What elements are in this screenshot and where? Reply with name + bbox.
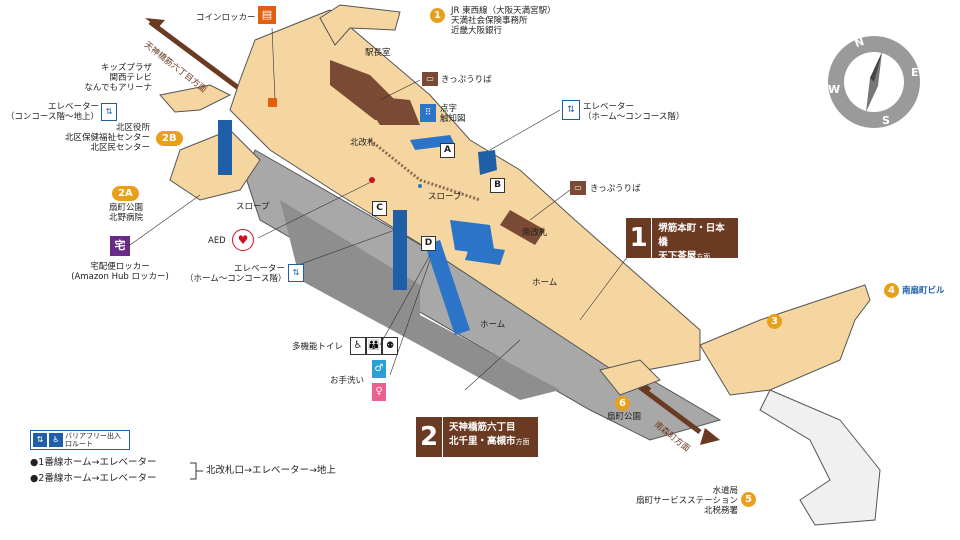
family-toilet-icon: 👪 <box>366 337 382 355</box>
female-toilet-icon: ♀ <box>372 383 386 401</box>
elevator-ground-label: エレベーター（コンコース階～地上） <box>5 102 99 122</box>
platform-2-sign: 2 天神橋筋六丁目北千里・高槻市方面 <box>416 417 538 457</box>
elevator-box-a <box>478 150 497 175</box>
concourse-side <box>169 129 261 201</box>
legend-bracket <box>190 462 203 480</box>
corridor-exit-3-4 <box>699 284 871 396</box>
exit-6-label: 扇町公園 <box>607 412 642 422</box>
ticket-room-1 <box>360 95 420 125</box>
tactile-map-label: 点字触知図 <box>440 104 466 124</box>
north-gate-label: 北改札 <box>350 138 376 148</box>
platform-1-sign: 1 堺筋本町・日本橋天下茶屋方面 <box>626 218 738 262</box>
aed-label: AED <box>208 236 226 246</box>
tactile-map-icon: ⠿ <box>420 104 436 122</box>
aed-heart-icon: ♥ <box>232 229 254 251</box>
legend-route-2: ●2番線ホーム→エレベーター <box>30 473 157 484</box>
elevator-shaft-left <box>218 120 232 175</box>
gate-letter-a: A <box>440 143 455 158</box>
exit-2a-badge: 2A <box>112 186 139 201</box>
elevator-icon-home: ⇅ <box>562 100 580 120</box>
parcel-locker-label: 宅配便ロッカー(Amazon Hub ロッカー) <box>71 262 169 282</box>
legend-joined: 北改札口→エレベーター→地上 <box>206 465 336 476</box>
exit-4-badge: 4 <box>884 283 899 298</box>
exit-2b-labels: 北区役所北区保健福祉センター北区民センター <box>64 123 150 153</box>
exit-5-labels: 水道局扇町サービスステーション北税務署 <box>636 486 738 516</box>
male-toilet-icon: ♂ <box>372 360 386 378</box>
compass-e: E <box>911 66 919 79</box>
legend-title: バリアフリー出入口ルート <box>65 432 121 448</box>
elevator-shaft-mid <box>393 210 407 290</box>
platform-label-2: ホーム <box>480 320 506 330</box>
ticket-label-2: きっぷうりば <box>590 184 641 194</box>
legend-elevator-icon: ⇅ <box>33 433 47 447</box>
slope-label-1: スロープ <box>428 192 462 202</box>
corridor-exit-5 <box>759 389 881 526</box>
legend-route-1: ●1番線ホーム→エレベーター <box>30 457 157 468</box>
coin-locker-label: コインロッカー <box>196 13 256 23</box>
ticket-icon-1: ▭ <box>422 72 438 86</box>
exit-1-labels: JR 東西線（大阪天満宮駅）天満社会保険事務所近畿大阪銀行 <box>451 6 556 36</box>
exit-6-badge: 6 <box>615 396 630 411</box>
platform-label-1: ホーム <box>532 278 558 288</box>
elevator-icon-ground: ⇅ <box>101 103 117 121</box>
concourse-main <box>229 9 701 376</box>
compass-s: S <box>882 114 890 127</box>
arrow-north <box>145 18 165 28</box>
compass <box>828 36 920 128</box>
arrow-south <box>700 428 720 445</box>
exit-3-badge: 3 <box>767 314 782 329</box>
parcel-locker-icon: 宅 <box>110 236 130 256</box>
exit-5-badge: 5 <box>741 492 756 507</box>
legend-badge: ⇅ ♿ バリアフリー出入口ルート <box>30 430 130 450</box>
slope-label-2: スロープ <box>236 202 270 212</box>
gate-letter-d: D <box>421 236 436 251</box>
wheelchair-icon: ♿ <box>350 337 366 355</box>
south-gate-label: 南改札 <box>522 228 548 238</box>
coin-locker-marker <box>268 98 277 107</box>
ticket-icon-2: ▭ <box>570 181 586 195</box>
exit-2a-labels: 扇町公園北野病院 <box>108 203 143 223</box>
baby-icon: ⚉ <box>382 337 398 355</box>
coin-locker-icon: ▤ <box>258 6 276 24</box>
elevator-home2-label: エレベーター（ホーム～コンコース階） <box>185 264 287 284</box>
legend-wheelchair-icon: ♿ <box>49 433 63 447</box>
compass-w: W <box>828 83 841 96</box>
exit-4-label: 南扇町ビル <box>902 286 945 296</box>
current-location-dot <box>369 177 375 183</box>
corridor-exit-2b <box>159 84 232 113</box>
elevator-icon-home2: ⇅ <box>288 264 304 282</box>
washroom-label: お手洗い <box>330 376 365 386</box>
corridor-exit-1 <box>319 4 401 46</box>
north-gate-line <box>369 138 481 202</box>
ticket-label-1: きっぷうりば <box>441 75 492 85</box>
gate-letter-c: C <box>372 201 387 216</box>
slope-block-2 <box>465 245 505 265</box>
ticket-room-2 <box>500 210 545 245</box>
corridor-exit-6 <box>599 359 661 396</box>
exit-2b-upper-labels: キッズプラザ関西テレビなんでもアリーナ <box>84 63 152 93</box>
exit-2b-badge: 2B <box>156 131 183 146</box>
exit-1-badge: 1 <box>430 8 445 23</box>
slope-block <box>450 220 495 255</box>
station-office-label: 駅長室 <box>365 48 391 58</box>
multi-toilet-label: 多機能トイレ <box>292 342 344 352</box>
gate-letter-b: B <box>490 178 505 193</box>
escalator-d <box>425 240 470 335</box>
elevator-home-label: エレベーター（ホーム～コンコース階） <box>583 102 685 122</box>
